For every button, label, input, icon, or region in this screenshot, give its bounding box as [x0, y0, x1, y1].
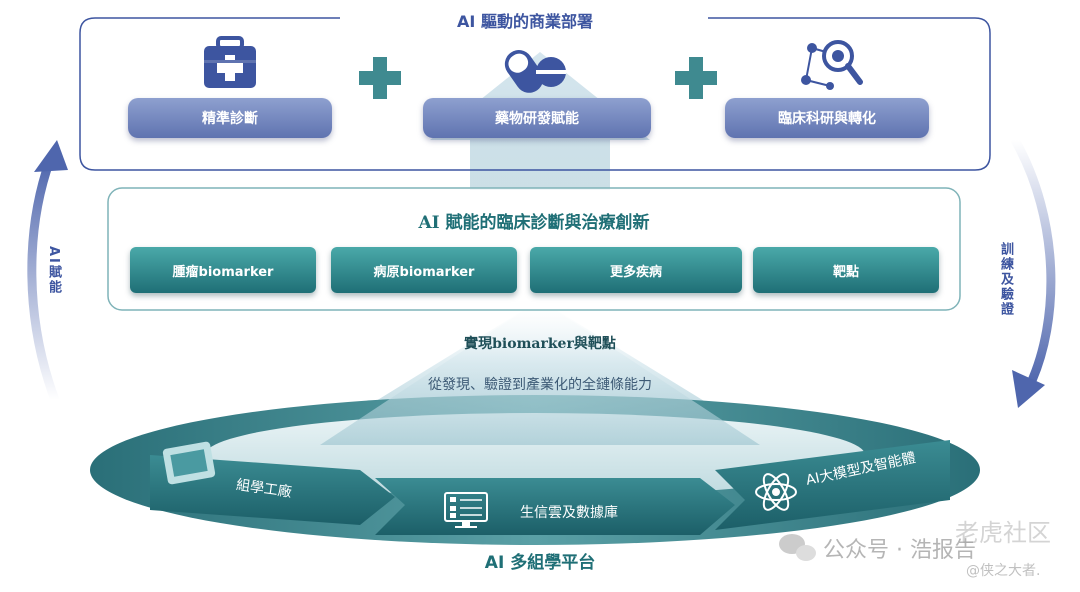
platform-title: AI 多組學平台 [484, 553, 596, 573]
magnifier-molecule-icon [801, 40, 863, 90]
middle-section-title: AI 賦能的臨床診斷與治療創新 [418, 213, 650, 233]
watermark-line3: @侠之大者. [966, 563, 1041, 579]
medical-kit-icon [204, 36, 256, 88]
wechat-icon [779, 534, 816, 561]
left-arrow-label: AI賦能 [46, 246, 61, 295]
left-cycle-arrow [27, 155, 60, 405]
center-subline: 從發現、驗證到產業化的全鏈條能力 [428, 377, 652, 393]
right-cycle-arrow [1010, 135, 1056, 390]
lab-image-icon [162, 441, 216, 485]
watermark-line2: 老虎社区 [955, 519, 1051, 547]
left-cycle-arrowhead [34, 140, 68, 172]
middle-item-targets: 靶點 [753, 247, 939, 293]
top-section-title: AI 驅動的商業部署 [345, 8, 705, 32]
top-item-precision-diagnosis: 精準診斷 [128, 98, 332, 138]
right-cycle-arrowhead [1012, 370, 1045, 408]
middle-item-more-diseases: 更多疾病 [530, 247, 742, 293]
middle-item-pathogen-biomarker: 病原biomarker [331, 247, 517, 293]
right-arrow-label: 訓練及驗證 [998, 242, 1013, 317]
pill-capsule-icon [504, 50, 566, 93]
center-headline: 實現biomarker與靶點 [464, 336, 616, 352]
plus-icon [675, 57, 717, 99]
top-section-frame [79, 17, 991, 171]
top-item-drug-rd: 藥物研發賦能 [423, 98, 651, 138]
top-item-clinical-research: 臨床科研與轉化 [725, 98, 929, 138]
stage-label-bioinfo-cloud: 生信雲及數據庫 [520, 505, 618, 521]
watermark-line1: 公众号 · 浩报告 [823, 538, 976, 563]
middle-item-tumor-biomarker: 腫瘤biomarker [130, 247, 316, 293]
network-monitor-icon [444, 492, 488, 528]
atom-icon [755, 473, 797, 511]
plus-icon [359, 57, 401, 99]
